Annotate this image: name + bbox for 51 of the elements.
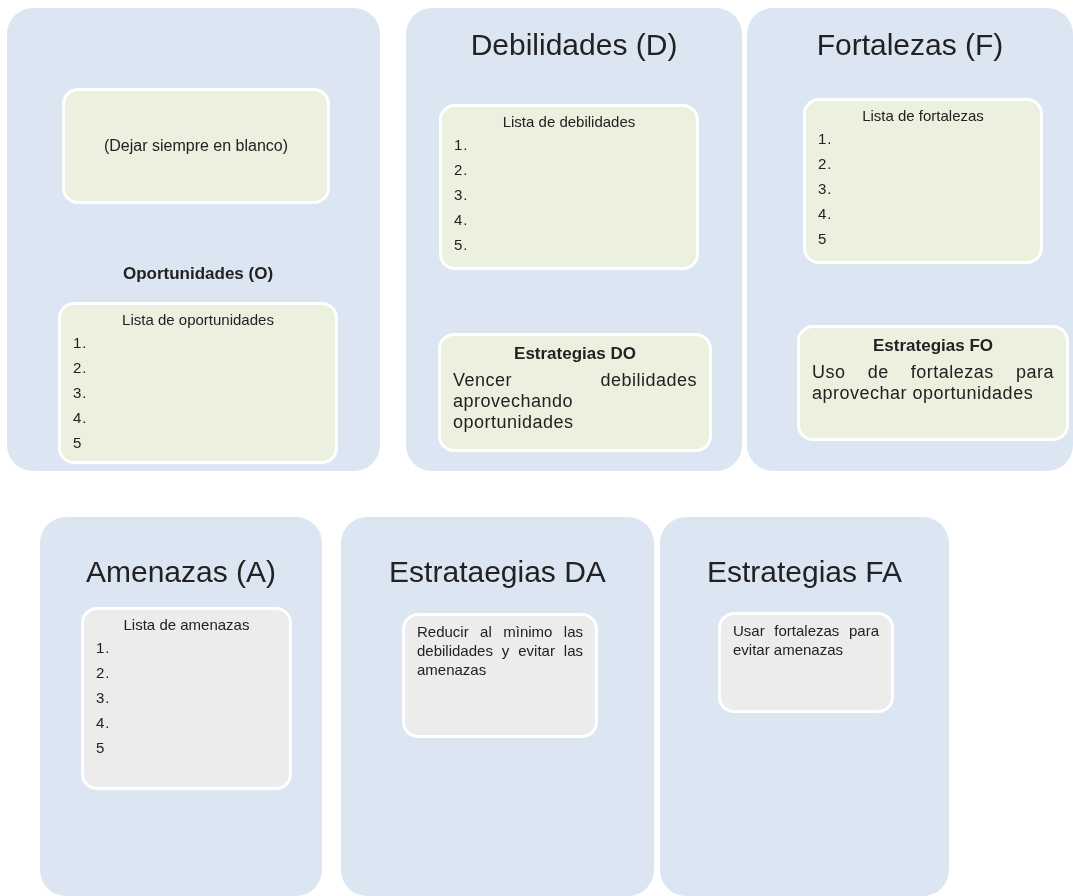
panel-heading: Estrategias FA (705, 555, 904, 589)
strategy-heading: Estrategias FO (872, 336, 994, 356)
strategy-text: Usar fortalezas para evitar amenazas (733, 621, 879, 659)
list-title: Lista de oportunidades (121, 311, 275, 328)
note-card (62, 88, 330, 204)
panel-heading: Debilidades (D) (469, 28, 679, 62)
list-title: Lista de debilidades (501, 113, 637, 130)
list-item: 1. (454, 136, 470, 153)
list-item: 2. (73, 359, 89, 376)
list-item: 2. (454, 161, 470, 178)
quadrant-panel (7, 8, 380, 471)
quadrant-panel (406, 8, 742, 471)
quadrant-panel (660, 517, 949, 896)
list-item: 1. (96, 639, 112, 656)
list-card (81, 607, 292, 790)
list-item: 5. (454, 236, 470, 253)
strategy-card (718, 612, 894, 713)
list-item: 4. (454, 211, 470, 228)
list-item: 5 (96, 739, 107, 756)
list-title: Lista de amenazas (122, 616, 251, 633)
strategy-heading: Estrategias DO (513, 344, 637, 364)
list-item: 1. (818, 130, 834, 147)
strategy-text: Uso de fortalezas para aprovechar oportunidades (812, 362, 1054, 404)
list-item: 2. (96, 664, 112, 681)
list-item: 4. (96, 714, 112, 731)
list-card (439, 104, 699, 270)
list-title: Lista de fortalezas (861, 107, 985, 124)
list-card (803, 98, 1043, 264)
list-item: 3. (818, 180, 834, 197)
strategy-card (402, 613, 598, 738)
list-item: 3. (73, 384, 89, 401)
list-item: 4. (818, 205, 834, 222)
note-text: (Dejar siempre en blanco) (103, 136, 289, 156)
strategy-card (438, 333, 712, 452)
list-item: 4. (73, 409, 89, 426)
quadrant-panel (747, 8, 1073, 471)
quadrant-panel (341, 517, 654, 896)
list-heading: Oportunidades (O) (121, 264, 275, 285)
list-item: 5 (73, 434, 84, 451)
panel-heading: Amenazas (A) (84, 555, 278, 589)
panel-heading: Estrataegias DA (388, 555, 607, 589)
strategy-card (797, 325, 1069, 441)
panel-heading: Fortalezas (F) (815, 28, 1005, 62)
list-item: 2. (818, 155, 834, 172)
quadrant-panel (40, 517, 322, 896)
list-item: 3. (96, 689, 112, 706)
list-item: 5 (818, 230, 829, 247)
list-item: 3. (454, 186, 470, 203)
strategy-text: Vencer debilidades aprovechando oportunidades (453, 370, 697, 433)
strategy-text: Reducir al mìnimo las debilidades y evitar las amenazas (417, 622, 583, 679)
list-item: 1. (73, 334, 89, 351)
